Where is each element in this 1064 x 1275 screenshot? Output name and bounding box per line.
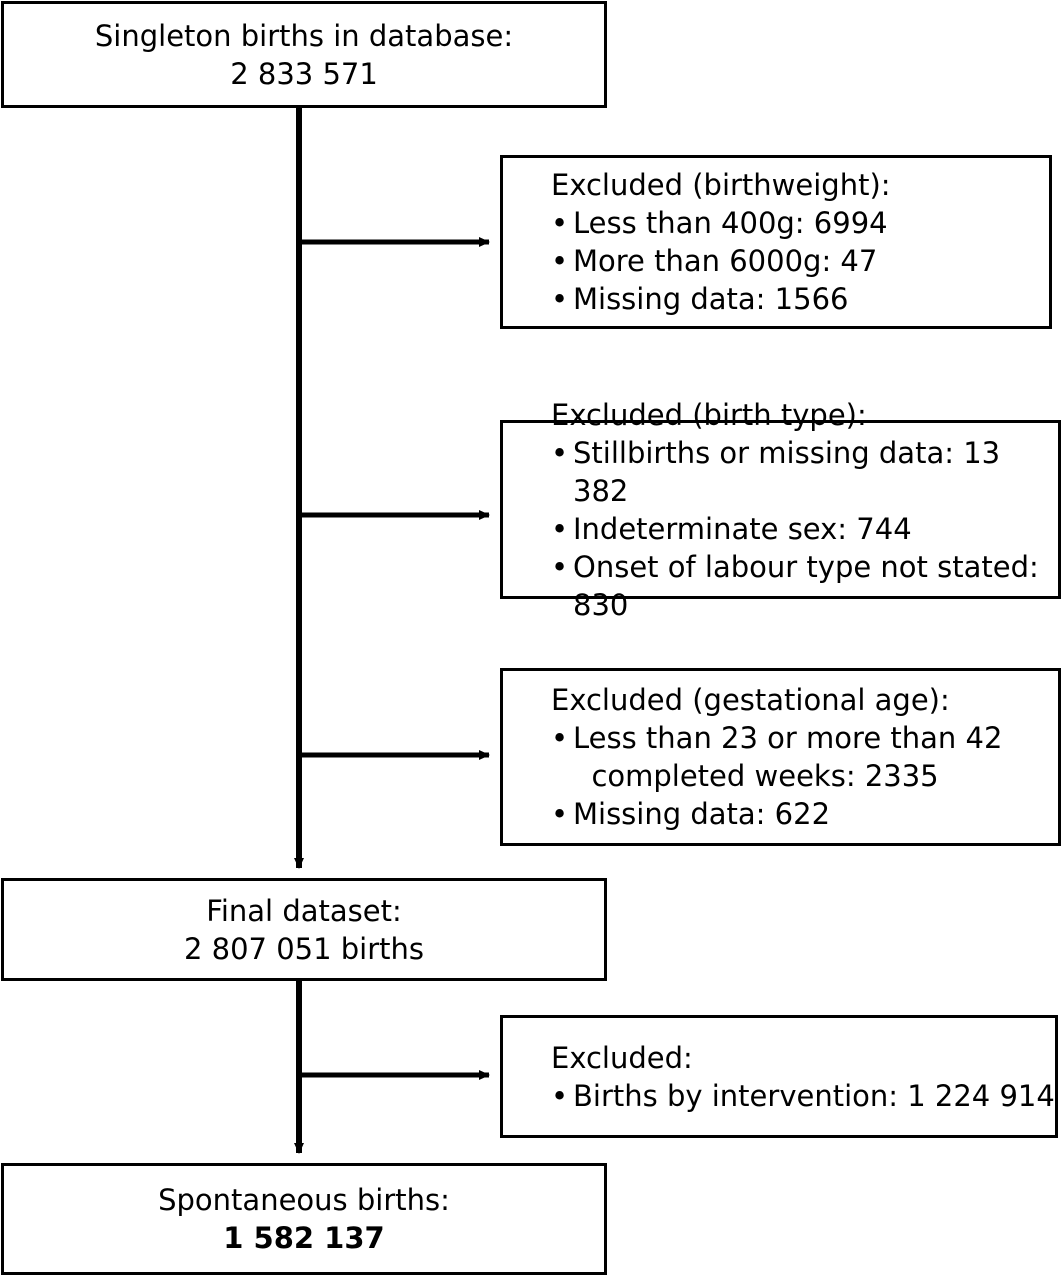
excluded-birth-type-heading: Excluded (birth type): — [551, 397, 867, 432]
excluded-intervention-list: Births by intervention: 1 224 914 — [503, 1077, 1055, 1115]
list-item: Births by intervention: 1 224 914 — [551, 1077, 1055, 1115]
excluded-gestational-age-list: Less than 23 or more than 42 completed w… — [503, 719, 1002, 833]
list-item: More than 6000g: 47 — [551, 242, 888, 280]
excluded-birthweight-list: Less than 400g: 6994 More than 6000g: 47… — [503, 204, 888, 318]
node-spontaneous-births-value: 1 582 137 — [223, 1221, 385, 1255]
node-spontaneous-births: Spontaneous births: 1 582 137 — [1, 1163, 607, 1275]
excluded-birth-type-list: Stillbirths or missing data: 13 382 Inde… — [503, 434, 1058, 624]
node-final-dataset-title: Final dataset: — [206, 893, 402, 928]
node-final-dataset-value: 2 807 051 births — [183, 931, 425, 966]
excluded-intervention-heading: Excluded: — [551, 1040, 693, 1075]
excluded-birthweight-heading: Excluded (birthweight): — [551, 168, 891, 202]
list-item: Missing data: 1566 — [551, 280, 888, 318]
node-source-title: Singleton births in database: — [94, 18, 514, 53]
node-spontaneous-births-title: Spontaneous births: — [158, 1183, 450, 1217]
node-excluded-gestational-age: Excluded (gestational age): Less than 23… — [500, 668, 1061, 846]
list-item: Indeterminate sex: 744 — [551, 510, 1058, 548]
node-excluded-birthweight: Excluded (birthweight): Less than 400g: … — [500, 155, 1052, 329]
node-singleton-births-source: Singleton births in database: 2 833 571 — [1, 1, 607, 108]
list-item: Missing data: 622 — [551, 795, 1002, 833]
node-final-dataset: Final dataset: 2 807 051 births — [1, 878, 607, 981]
node-source-value: 2 833 571 — [230, 56, 378, 91]
node-excluded-birth-type: Excluded (birth type): Stillbirths or mi… — [500, 398, 1061, 622]
list-item: Onset of labour type not stated: 830 — [551, 548, 1058, 624]
list-item: Less than 400g: 6994 — [551, 204, 888, 242]
list-item: Less than 23 or more than 42 completed w… — [551, 719, 1002, 795]
node-excluded-intervention: Excluded: Births by intervention: 1 224 … — [500, 1015, 1058, 1138]
list-item: Stillbirths or missing data: 13 382 — [551, 434, 1058, 510]
excluded-gestational-age-heading: Excluded (gestational age): — [551, 683, 950, 717]
